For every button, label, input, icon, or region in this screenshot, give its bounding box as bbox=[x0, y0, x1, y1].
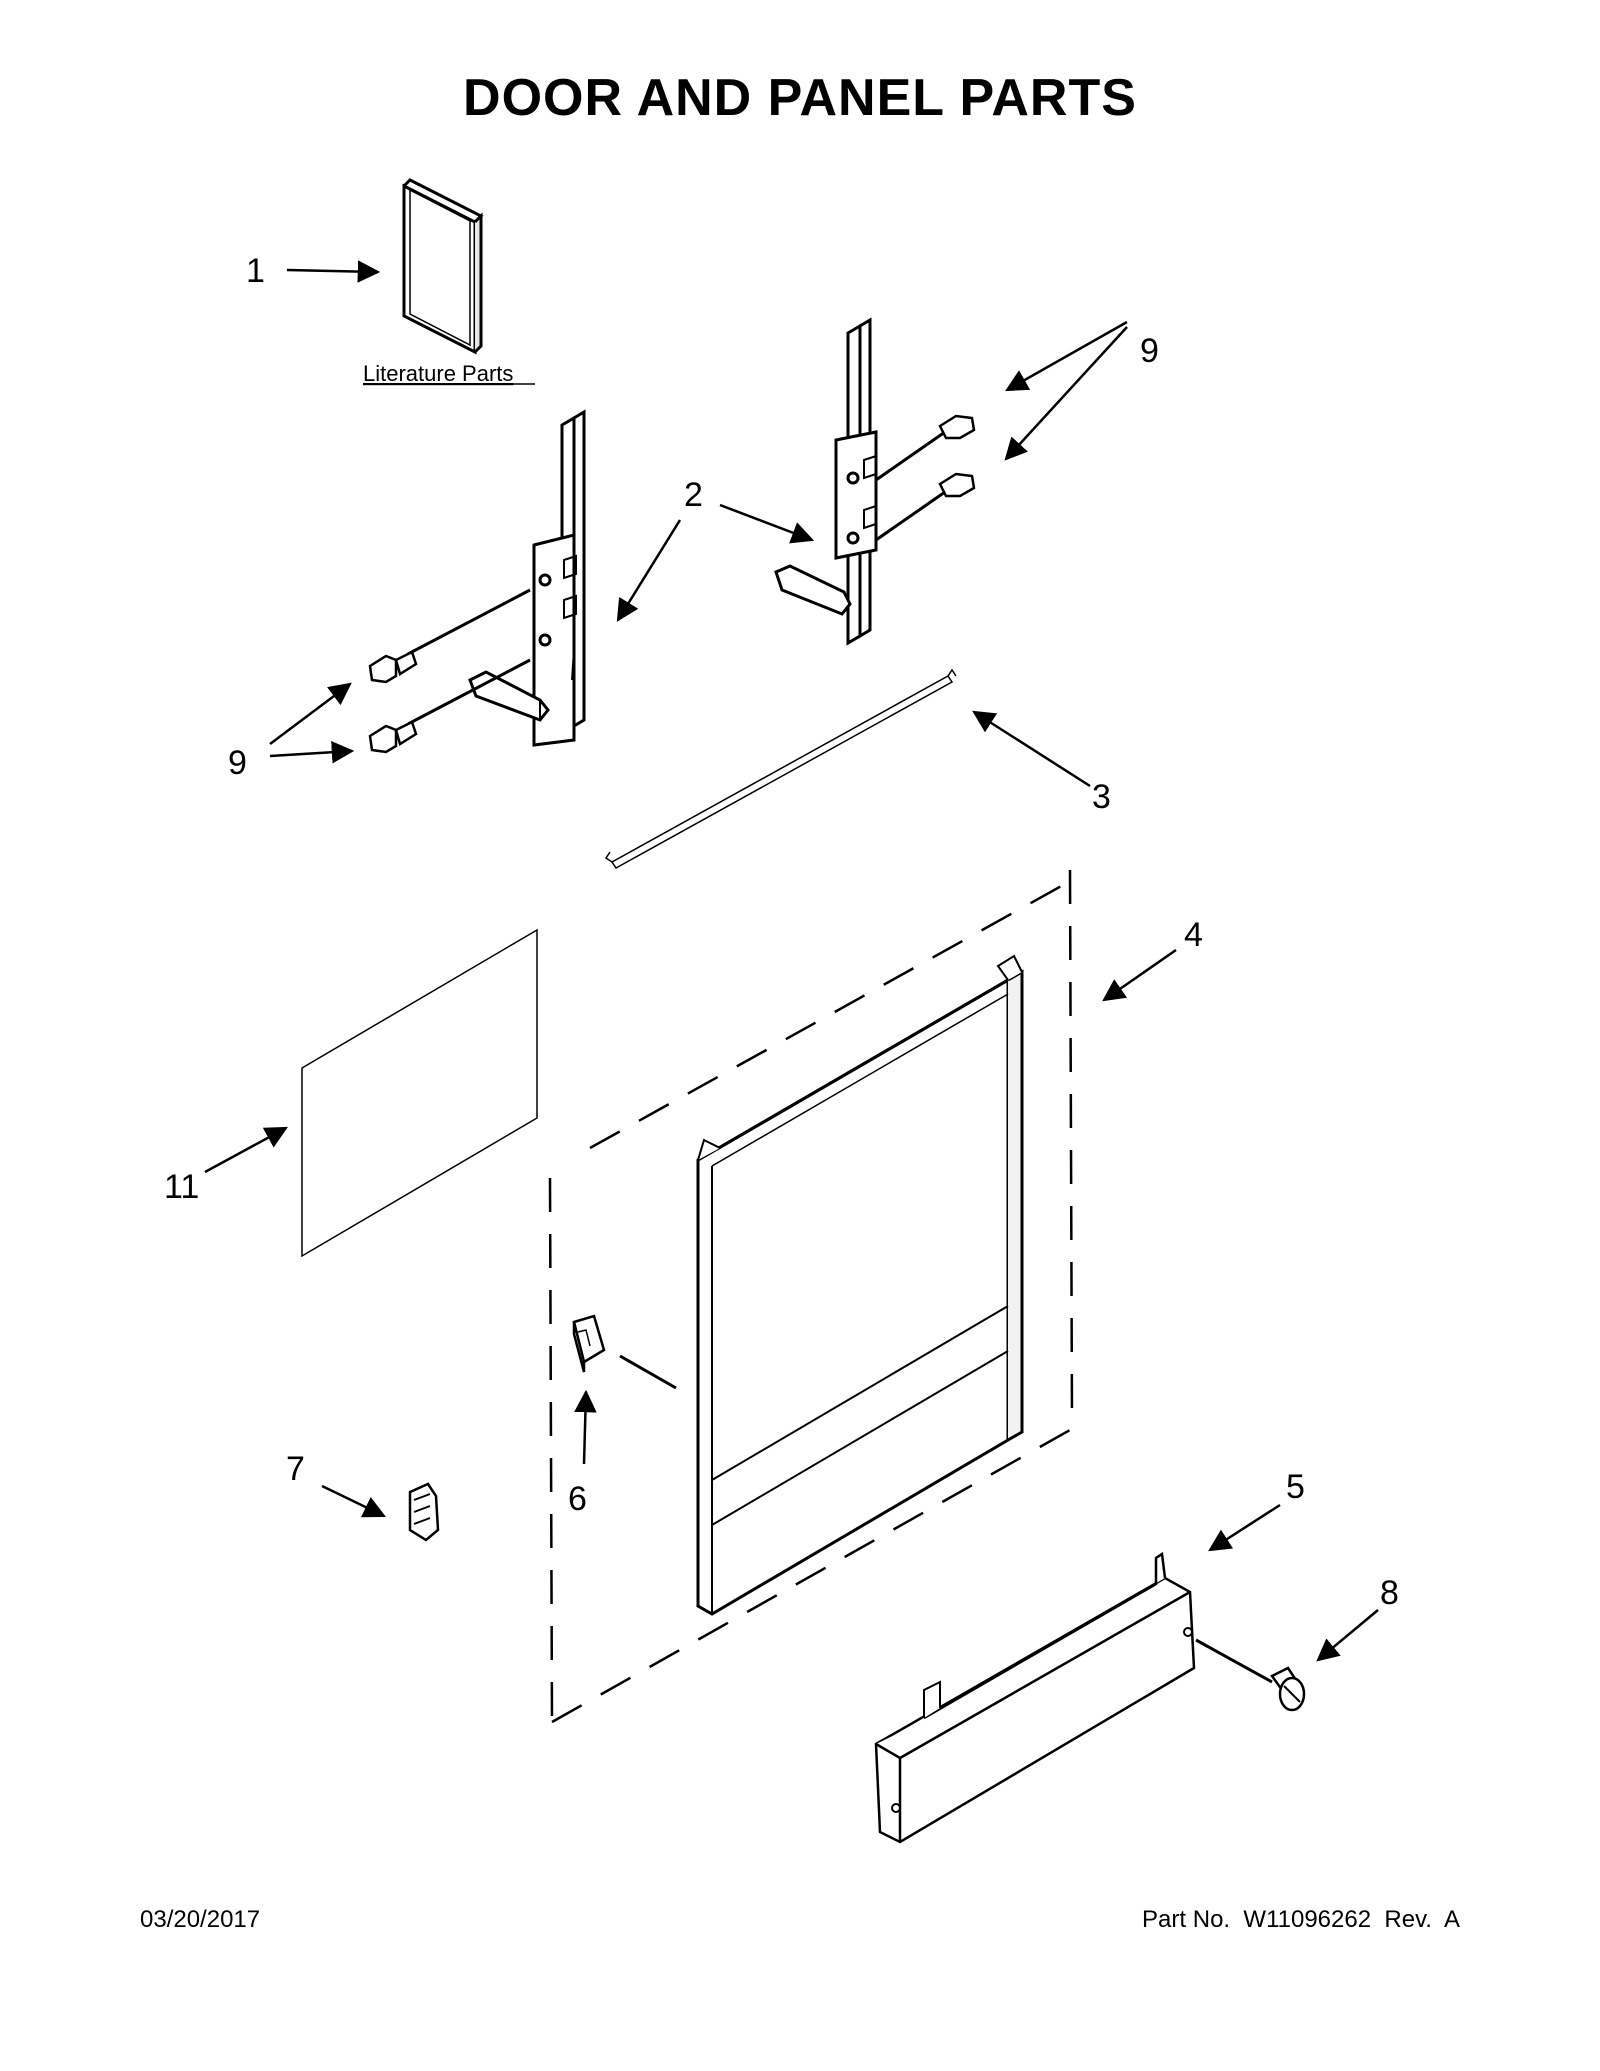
callout-3: 3 bbox=[1092, 778, 1111, 816]
door-rod bbox=[604, 668, 957, 869]
literature-book-icon bbox=[402, 178, 484, 355]
callout-7: 7 bbox=[286, 1450, 305, 1488]
literature-label: Literature Parts bbox=[363, 361, 513, 386]
callout-4: 4 bbox=[1184, 916, 1203, 954]
callout-2: 2 bbox=[684, 476, 703, 514]
callout-11: 11 bbox=[164, 1168, 199, 1206]
page-title: DOOR AND PANEL PARTS bbox=[463, 69, 1137, 127]
screw-icon bbox=[1195, 1638, 1306, 1712]
door-clip bbox=[572, 1314, 677, 1390]
door-panel bbox=[696, 954, 1024, 1616]
right-hinge-bracket bbox=[774, 317, 878, 646]
toe-panel bbox=[874, 1551, 1196, 1844]
callout-1: 1 bbox=[246, 252, 265, 290]
callout-6: 6 bbox=[568, 1480, 587, 1518]
footer-date: 03/20/2017 bbox=[140, 1906, 261, 1933]
callout-5: 5 bbox=[1286, 1468, 1305, 1506]
callout-9-left: 9 bbox=[228, 744, 247, 782]
footer-part-number: Part No. W11096262 Rev. A bbox=[1142, 1906, 1460, 1933]
callout-8: 8 bbox=[1380, 1574, 1399, 1612]
bolt-icon bbox=[368, 588, 531, 754]
bolt-icon bbox=[875, 414, 976, 542]
callout-arrows bbox=[204, 260, 1379, 1662]
callout-9-top: 9 bbox=[1140, 332, 1159, 370]
callout-numbers: 1 9 2 9 3 4 11 7 6 5 8 bbox=[164, 252, 1399, 1612]
door-sheet bbox=[301, 928, 538, 1258]
door-assembly-outline bbox=[548, 869, 1074, 1724]
left-hinge-bracket bbox=[468, 409, 586, 747]
latch-part bbox=[408, 1482, 440, 1542]
